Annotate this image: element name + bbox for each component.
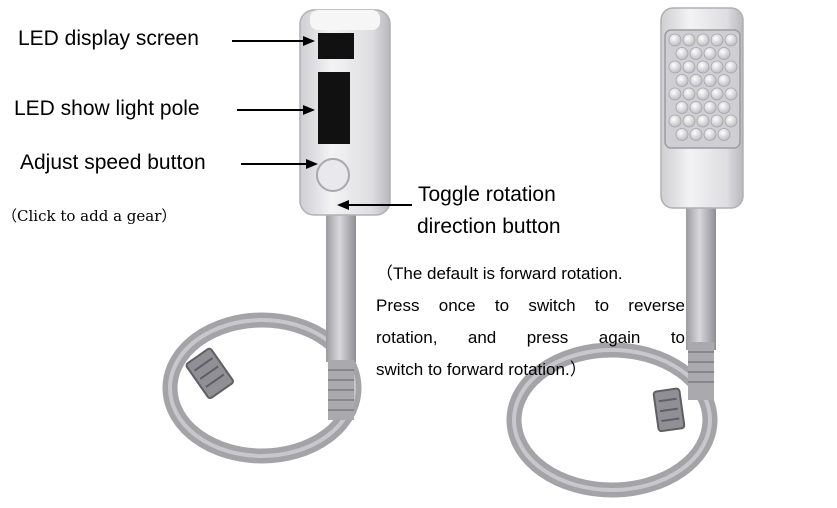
- led-dome: [689, 74, 703, 87]
- left-connector: [185, 347, 234, 400]
- right-shaft: [686, 200, 716, 350]
- led-dome: [703, 128, 717, 141]
- callout-toggle-line2: direction button: [417, 215, 561, 238]
- led-dome: [696, 87, 710, 101]
- led-dome: [675, 74, 689, 87]
- callout-led-pole: LED show light pole: [14, 97, 200, 120]
- callout-led-display: LED display screen: [18, 27, 199, 50]
- led-dome: [710, 87, 724, 101]
- led-dome: [717, 128, 731, 141]
- toggle-note-line2: Press once to switch to reverse: [376, 296, 685, 315]
- arrow-left-icon: [232, 36, 315, 46]
- led-dome: [724, 114, 738, 128]
- led-dome: [717, 47, 731, 60]
- led-dome: [717, 74, 731, 87]
- right-connector: [652, 387, 686, 433]
- toggle-note-line3: rotation, and press again to: [376, 328, 685, 347]
- led-light-pole: [318, 72, 350, 144]
- led-dome: [668, 114, 682, 128]
- led-dome: [682, 114, 696, 128]
- right-strain-relief: [688, 342, 714, 400]
- led-dome: [696, 60, 710, 74]
- led-dome: [696, 114, 710, 128]
- led-dome-array: [668, 33, 738, 141]
- led-dome: [675, 47, 689, 60]
- led-dome: [689, 47, 703, 60]
- toggle-note-line4: switch to forward rotation.）: [376, 360, 587, 379]
- led-dome: [724, 60, 738, 74]
- led-dome: [703, 101, 717, 114]
- led-dome: [696, 33, 710, 47]
- led-dome: [689, 101, 703, 114]
- led-dome: [675, 101, 689, 114]
- callout-speed-button: Adjust speed button: [20, 151, 206, 174]
- left-strain-relief: [328, 360, 354, 420]
- led-dome: [703, 74, 717, 87]
- arrow-left-icon: [337, 200, 412, 210]
- left-shaft: [326, 212, 356, 362]
- toggle-note-line1: （The default is forward rotation.: [376, 264, 623, 283]
- toggle-note: （The default is forward rotation. Press …: [376, 258, 685, 386]
- led-dome: [710, 60, 724, 74]
- led-dome: [668, 87, 682, 101]
- led-dome: [668, 60, 682, 74]
- led-dome: [710, 33, 724, 47]
- led-dome: [724, 87, 738, 101]
- led-dome: [710, 114, 724, 128]
- callout-toggle-line1: Toggle rotation: [418, 183, 556, 206]
- speed-button[interactable]: [316, 158, 350, 192]
- led-dome: [682, 33, 696, 47]
- led-dome: [717, 101, 731, 114]
- left-device: [162, 9, 391, 464]
- led-dome: [703, 47, 717, 60]
- callout-arrows: [232, 36, 412, 210]
- right-device: [506, 7, 744, 498]
- led-dome: [682, 60, 696, 74]
- led-display-screen: [318, 33, 354, 59]
- arrow-left-icon: [237, 105, 315, 115]
- arrow-left-icon: [241, 159, 318, 169]
- led-dome: [675, 128, 689, 141]
- callout-speed-note: （Click to add a gear）: [2, 207, 177, 225]
- led-dome: [682, 87, 696, 101]
- led-dome: [689, 128, 703, 141]
- led-dome: [668, 33, 682, 47]
- led-dome: [724, 33, 738, 47]
